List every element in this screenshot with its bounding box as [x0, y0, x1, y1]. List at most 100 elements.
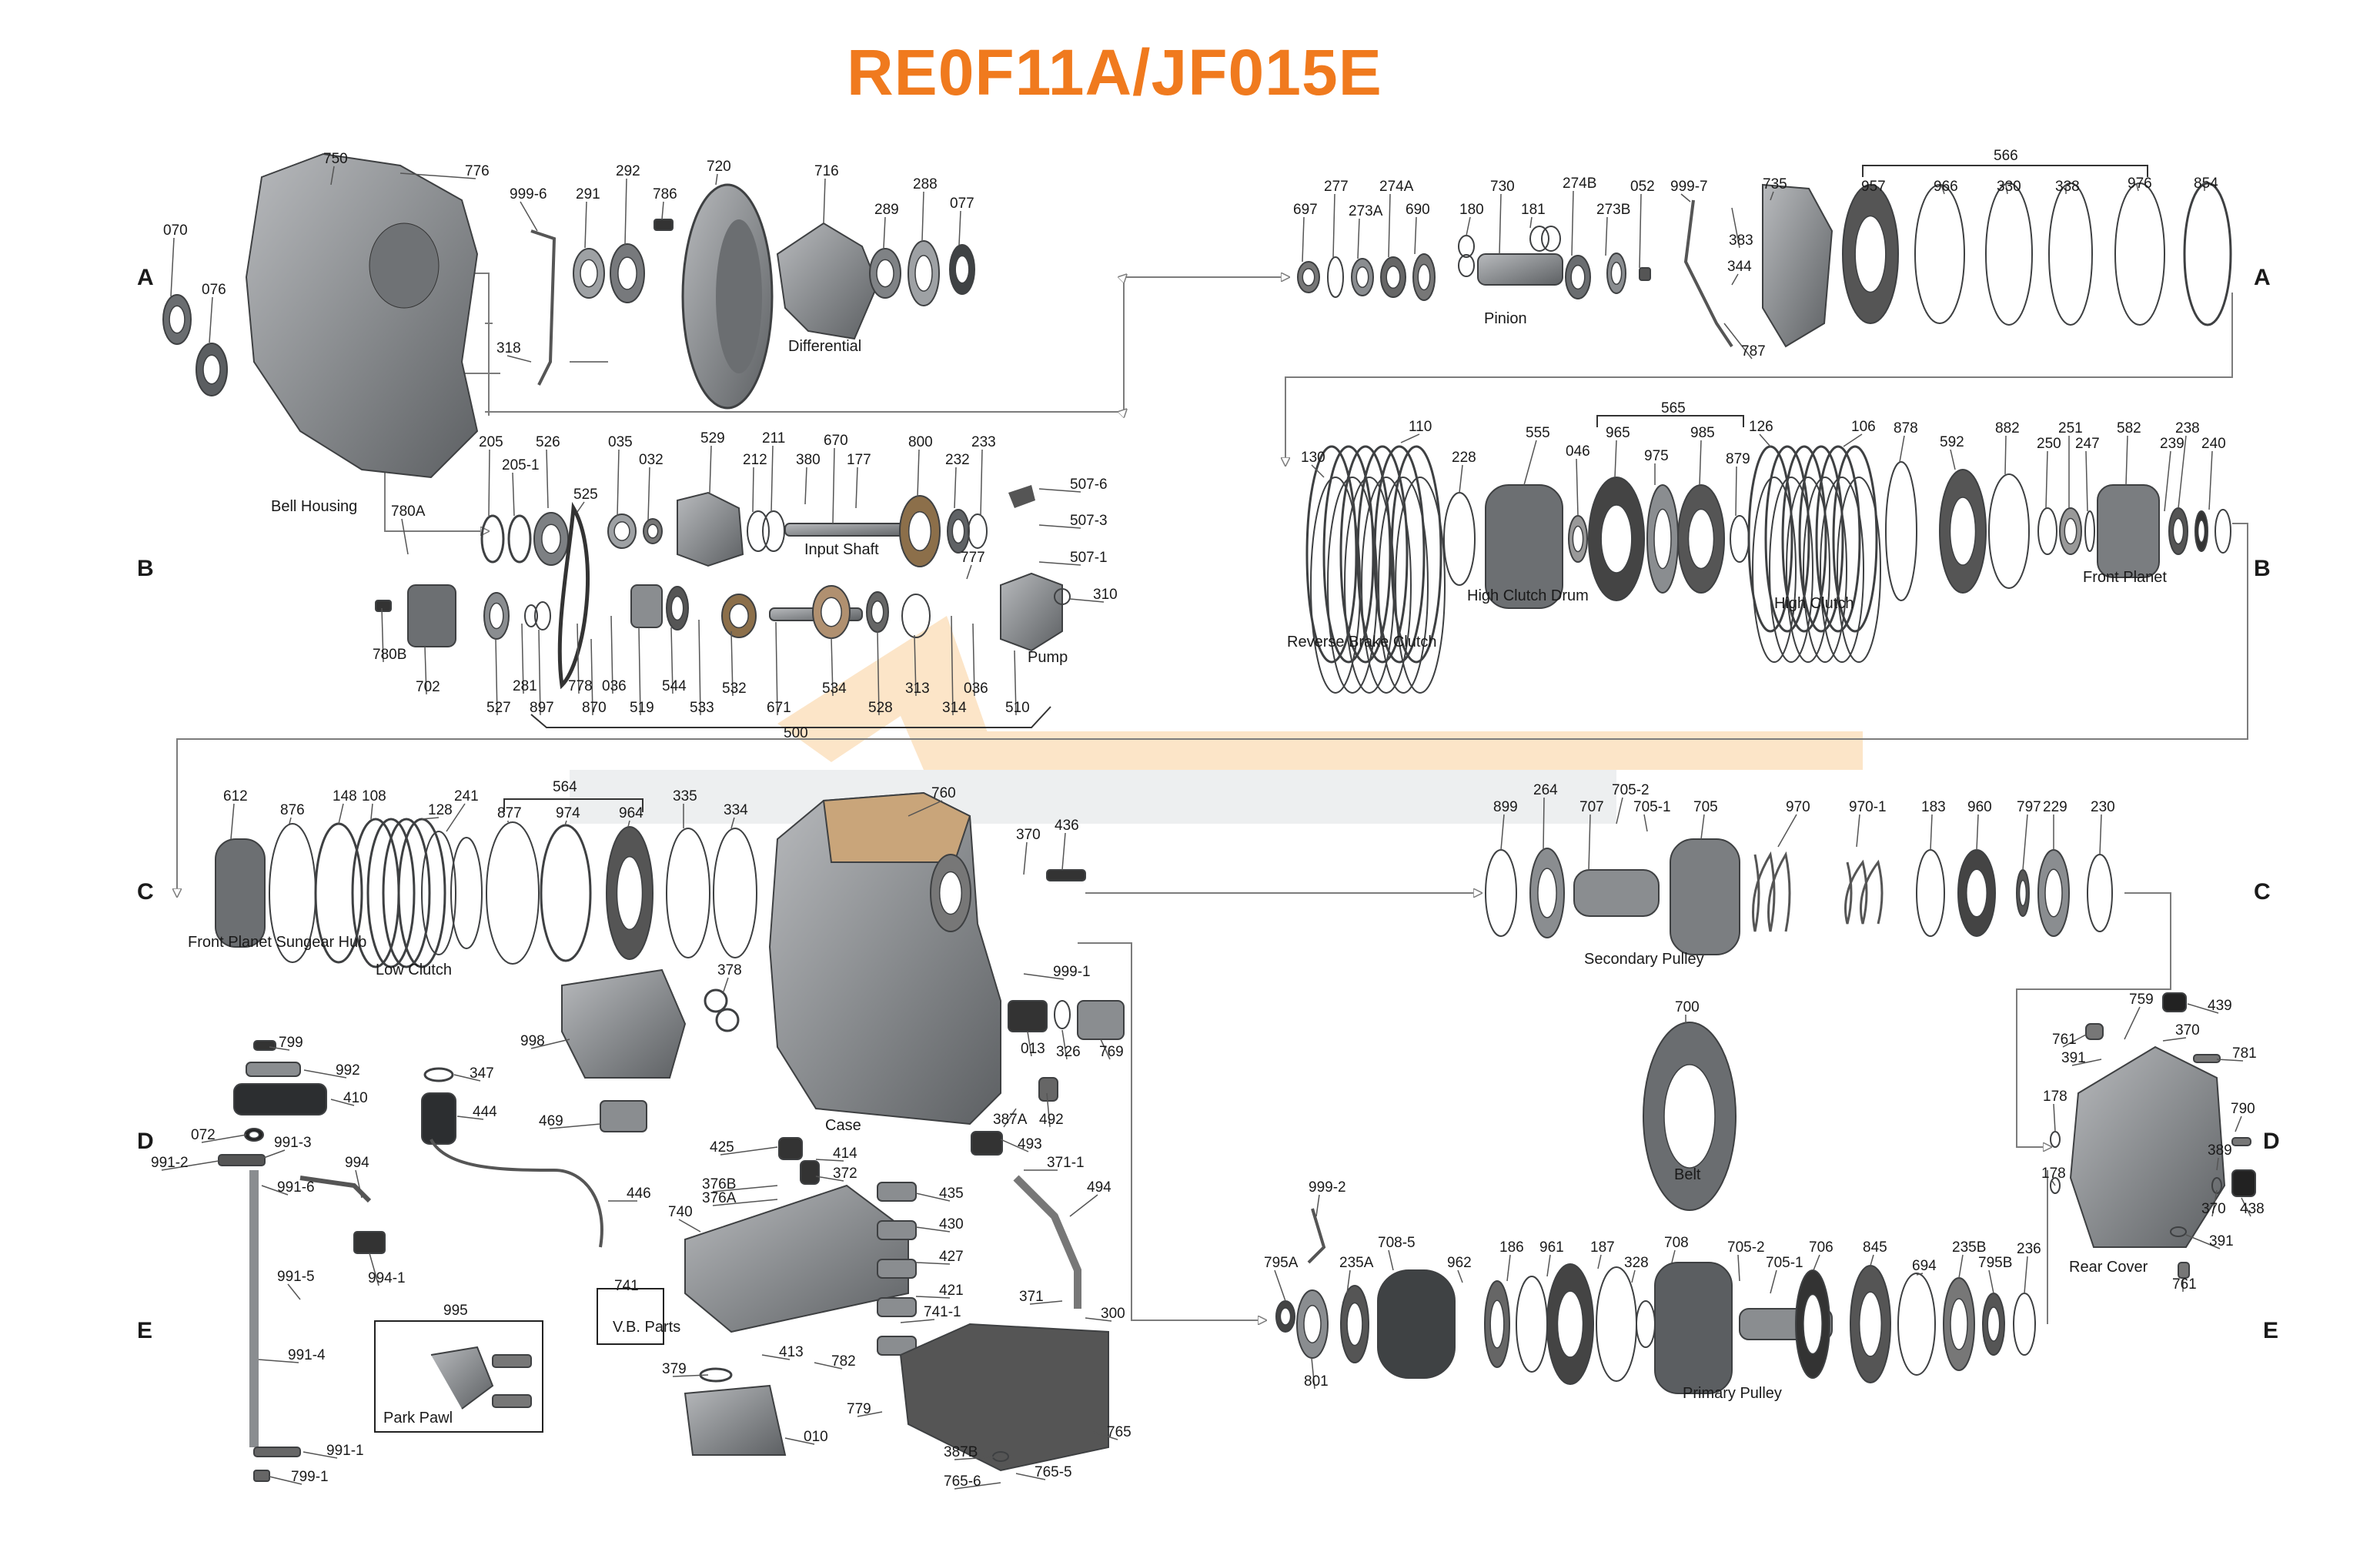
leader-line	[1388, 193, 1391, 258]
part-label-370a: 370	[1016, 827, 1041, 843]
leader-line	[1023, 973, 1065, 980]
part-label-994: 994	[345, 1155, 369, 1171]
part-label-879: 879	[1726, 451, 1750, 467]
part-label-178b: 178	[2041, 1166, 2066, 1182]
part-label-235A: 235A	[1339, 1255, 1374, 1271]
leader-line	[330, 1099, 355, 1106]
leader-line	[1605, 216, 1608, 256]
ring-part	[1565, 255, 1591, 299]
ring-outline	[1985, 182, 2033, 326]
part-label-387B: 387B	[944, 1444, 978, 1460]
leader-line	[1000, 1139, 1029, 1152]
part-label-281: 281	[513, 678, 537, 694]
part-label-582: 582	[2117, 420, 2141, 436]
part-label-705_1b: 705-1	[1766, 1255, 1803, 1271]
leader-line	[1699, 440, 1702, 486]
ring-outline	[1339, 445, 1392, 664]
ring-part	[1390, 445, 1442, 664]
part-label-389: 389	[2208, 1142, 2232, 1159]
part-body	[877, 1259, 917, 1279]
part-label-240: 240	[2201, 436, 2226, 452]
part-label-544: 544	[662, 678, 687, 694]
part-label-183: 183	[1921, 799, 1946, 815]
leader-line	[1038, 561, 1081, 566]
part-label-335: 335	[673, 788, 697, 804]
leader-line	[2005, 184, 2008, 195]
part-label-741_1: 741-1	[924, 1304, 961, 1320]
part-label-469: 469	[539, 1113, 563, 1129]
part-body	[800, 1160, 820, 1185]
part-label-797: 797	[2017, 799, 2041, 815]
oil-strainer	[684, 1384, 787, 1456]
leader-line	[915, 1262, 951, 1265]
part-label-387A: 387A	[993, 1112, 1028, 1128]
part-label-391a: 391	[2061, 1050, 2086, 1066]
row-marker-e: E	[137, 1318, 152, 1343]
part-label-314: 314	[942, 700, 967, 716]
ring-bore	[729, 603, 749, 629]
part-label-854: 854	[2194, 176, 2218, 192]
part-label-313: 313	[905, 681, 930, 697]
part-label-493: 493	[1018, 1136, 1042, 1152]
leader-line	[577, 501, 585, 513]
detent-spring	[299, 1176, 372, 1203]
caption-vb-parts: V.B. Parts	[613, 1319, 680, 1336]
part-body	[877, 1182, 917, 1202]
ring-bore	[1302, 268, 1315, 286]
leader-line	[1457, 1269, 1463, 1283]
leader-line	[2024, 1256, 2028, 1294]
leader-line	[1700, 814, 1705, 840]
ring-part	[1850, 1265, 1891, 1383]
ring-part	[1677, 484, 1725, 594]
part-label-612: 612	[223, 788, 248, 804]
part-label-326: 326	[1056, 1044, 1081, 1060]
ring-bore	[2044, 868, 2063, 918]
ring-part	[1957, 849, 1996, 937]
leader-line	[720, 1146, 778, 1156]
caption-differential: Differential	[788, 338, 861, 355]
ring-part	[747, 510, 770, 552]
leader-line	[770, 445, 774, 513]
ring-part	[1815, 445, 1861, 633]
leader-line	[980, 449, 983, 517]
ring-part	[1458, 254, 1475, 277]
part-body	[253, 1447, 301, 1457]
leader-line	[370, 803, 373, 820]
ring-outline	[366, 818, 416, 968]
ring-bore	[908, 510, 932, 552]
part-body	[1670, 838, 1740, 955]
part-label-126: 126	[1749, 419, 1773, 435]
caption-high-clutch-drum: High Clutch Drum	[1467, 587, 1589, 604]
part-label-962: 962	[1447, 1255, 1472, 1271]
ring-bore	[248, 1130, 260, 1139]
part-label-765: 765	[1107, 1424, 1132, 1440]
ring-outline	[1769, 477, 1813, 663]
ring-bore	[1966, 868, 1987, 918]
leader-line	[269, 1476, 303, 1485]
part-label-529: 529	[700, 430, 725, 447]
leader-line	[752, 467, 754, 513]
part-label-564: 564	[553, 779, 577, 795]
part-body	[375, 600, 392, 612]
caption-input-shaft: Input Shaft	[804, 541, 879, 558]
ring-outline	[534, 601, 551, 630]
leader-line	[170, 237, 175, 297]
ring-part	[1897, 1273, 1936, 1376]
ring-part	[573, 248, 605, 299]
part-label-991_3: 991-3	[274, 1135, 312, 1151]
ring-part	[162, 294, 192, 345]
part-label-965: 965	[1606, 425, 1630, 441]
part-label-777: 777	[961, 550, 985, 566]
part-body	[233, 1083, 327, 1116]
leader-line	[1958, 1254, 1964, 1279]
leader-line	[1100, 1039, 1111, 1060]
part-label-877: 877	[497, 805, 522, 821]
leader-line	[1388, 1249, 1394, 1271]
part-label-697: 697	[1293, 202, 1318, 218]
ring-part	[713, 828, 757, 958]
leader-line	[1014, 650, 1017, 716]
part-label-177: 177	[847, 452, 871, 468]
ring-bore	[1556, 1290, 1584, 1358]
ring-part	[901, 594, 931, 638]
leader-line	[303, 1451, 338, 1459]
